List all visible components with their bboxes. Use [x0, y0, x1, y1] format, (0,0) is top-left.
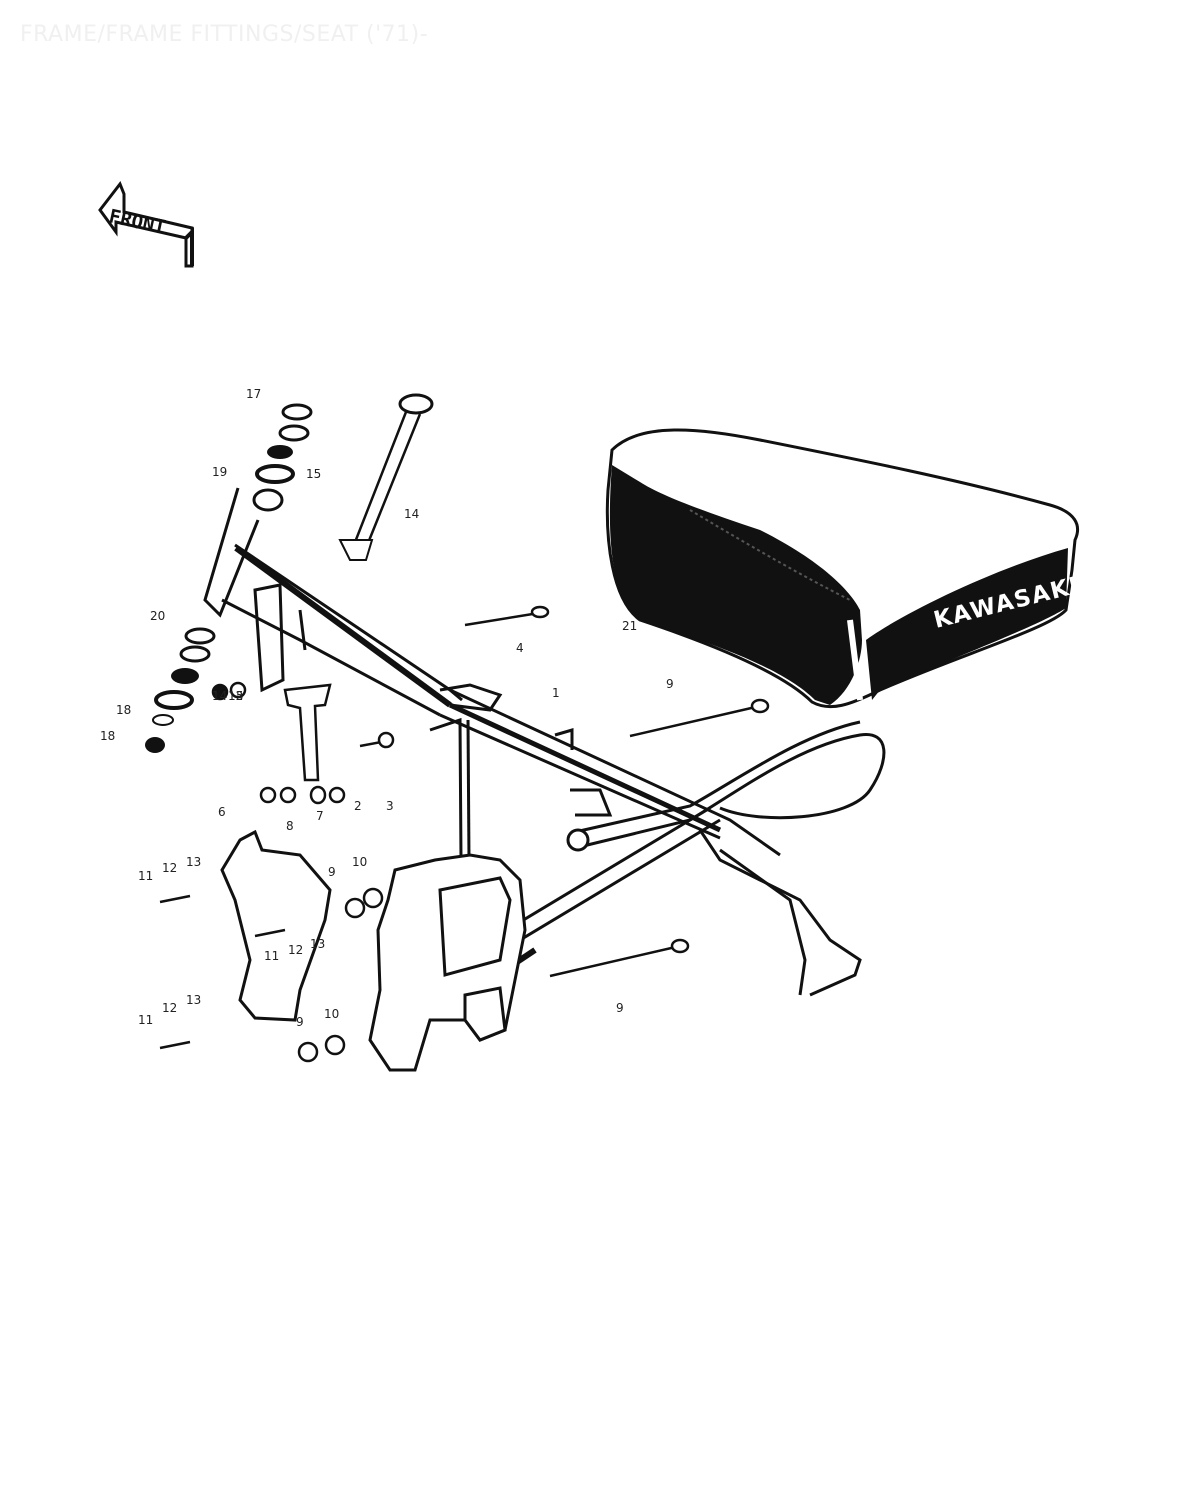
callout-label: 18 [116, 703, 131, 717]
callout-label: 1 [552, 686, 560, 700]
callout-label: 12 [288, 943, 303, 957]
main-frame [203, 487, 781, 1001]
callout-label: 18 [100, 729, 115, 743]
callout-label: 8 [286, 819, 294, 833]
callout-label: 12 [228, 689, 243, 703]
callout-label: 13 [186, 855, 201, 869]
washer-stack-top [252, 403, 313, 512]
callout-label: 19 [212, 465, 227, 479]
callout-label: 15 [306, 467, 321, 481]
rear-grab-rail [566, 720, 886, 997]
callout-label: 12 [162, 1001, 177, 1015]
callout-label: 13 [310, 937, 325, 951]
callout-label: 10 [352, 855, 367, 869]
callout-label: 11 [138, 869, 153, 883]
seat: KAWASAKI [605, 428, 1082, 709]
long-bolt-14 [338, 393, 434, 561]
callout-label: 12 [162, 861, 177, 875]
page-title: FRAME/FRAME FITTINGS/SEAT ('71)- [20, 22, 429, 47]
callout-label: 13 [186, 993, 201, 1007]
callout-labels: 17 19 15 14 20 18 18 14 12 5 4 3 2 7 8 1… [100, 387, 674, 1029]
callout-label: 9 [666, 677, 674, 691]
callout-label: 20 [150, 609, 165, 623]
callout-label: 14 [404, 507, 419, 521]
callout-label: 17 [246, 387, 261, 401]
callout-label: 3 [386, 799, 394, 813]
callout-label: 10 [324, 1007, 339, 1021]
callout-label: 11 [264, 949, 279, 963]
callout-label: 9 [616, 1001, 624, 1015]
callout-label: 9 [296, 1015, 304, 1029]
small-fasteners [159, 605, 770, 1063]
front-arrow-icon: FRONT [98, 180, 194, 268]
callout-label: 7 [316, 809, 324, 823]
callout-label: 4 [516, 641, 524, 655]
callout-label: 21 [622, 619, 637, 633]
footrest-bracket-left [220, 829, 527, 1072]
callout-label: 2 [354, 799, 362, 813]
callout-label: 6 [218, 805, 226, 819]
callout-label: 5 [236, 689, 244, 703]
callout-label: 9 [328, 865, 336, 879]
callout-label: 14 [212, 689, 227, 703]
washer-stack-lower [145, 627, 216, 753]
callout-label: 11 [138, 1013, 153, 1027]
